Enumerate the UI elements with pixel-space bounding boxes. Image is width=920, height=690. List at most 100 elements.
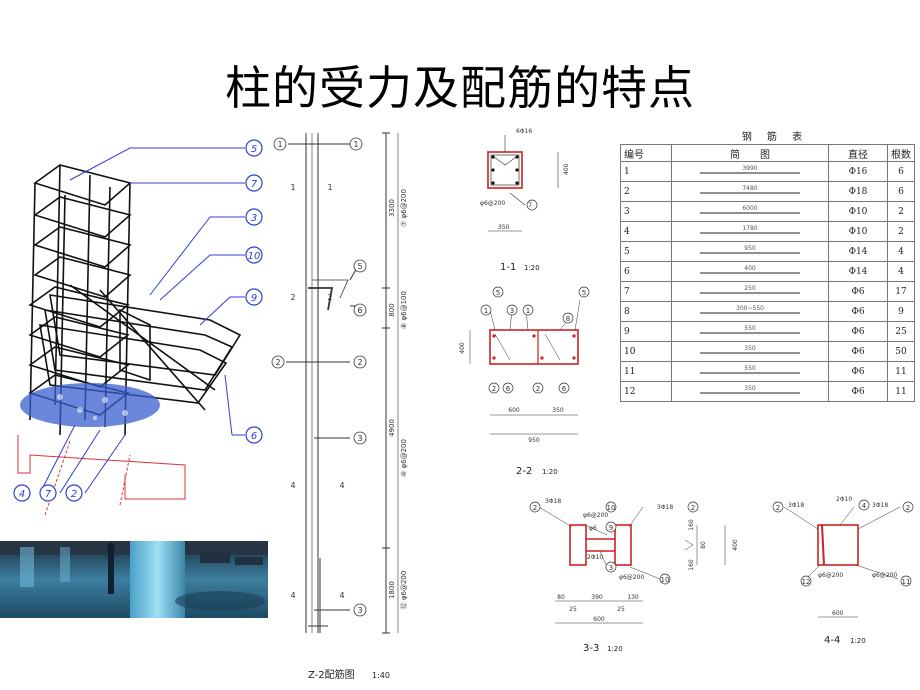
row-sketch: 3990 — [671, 161, 829, 182]
header-count: 根数 — [887, 144, 915, 162]
callout-label: 6 — [251, 431, 257, 442]
section-mark: 8 — [566, 315, 570, 323]
elevation-stirrup: ⑦ φ6@200 — [400, 189, 408, 227]
section-dim: 600 — [508, 407, 520, 414]
row-no: 1 — [620, 161, 672, 182]
row-sketch: 950 — [671, 241, 829, 262]
section-note: 3Φ18 — [788, 502, 804, 509]
row-diameter: Φ10 — [828, 221, 888, 242]
elevation-dim: 1800 — [388, 581, 396, 599]
row-sketch: 350 — [671, 381, 829, 402]
elevation-marker: 3 — [357, 434, 362, 443]
callout-label: 2 — [71, 489, 77, 500]
section-cut-mark: 4 — [290, 481, 295, 490]
section-mark: 2 — [776, 504, 780, 512]
row-diameter: Φ18 — [828, 181, 888, 202]
section-mark: 6 — [562, 385, 567, 393]
section-scale: 1:20 — [542, 468, 558, 476]
rebar-table-title: 钢 筋 表 — [741, 132, 809, 143]
section-vdim: 160 — [688, 559, 695, 571]
section-dim: 600 — [832, 610, 844, 617]
row-count: 4 — [887, 261, 915, 282]
elevation-marker: 1 — [353, 140, 358, 149]
elevation-marker: 5 — [357, 262, 362, 271]
row-sketch-dim: 350 — [744, 385, 756, 392]
elevation-marker: 1 — [277, 140, 282, 149]
section-dim: 950 — [528, 437, 540, 444]
photo-underground-hall — [0, 541, 268, 618]
section-dim: 400 — [459, 342, 466, 354]
row-no: 3 — [620, 201, 672, 222]
row-no: 8 — [620, 301, 672, 322]
section-mark: 5 — [496, 289, 500, 297]
callout-label: 3 — [251, 213, 257, 224]
rebar-cage-3d-illustration: 5 7 3 10 9 6 4 7 2 — [13, 139, 263, 516]
row-diameter: Φ14 — [828, 241, 888, 262]
section-dim: 350 — [498, 224, 510, 231]
section-3-3: 2 10 9 2 3 10 3Φ18 φ6@200 3Φ18 φ6 2Φ10 φ… — [529, 498, 739, 654]
section-dim: 25 — [617, 606, 625, 613]
row-count: 9 — [887, 301, 915, 322]
section-mark: 9 — [609, 524, 613, 532]
section-mark: 10 — [607, 504, 616, 512]
slide-title: 柱的受力及配筋的特点 — [225, 61, 695, 115]
row-diameter: Φ6 — [828, 301, 888, 322]
row-diameter: Φ6 — [828, 341, 888, 362]
header-diameter: 直径 — [828, 144, 888, 162]
elevation-stirrup: ⑫ φ6@200 — [400, 571, 408, 610]
section-note: φ6 — [589, 525, 597, 532]
row-diameter: Φ6 — [828, 381, 888, 402]
callout-label: 4 — [19, 489, 25, 500]
elevation-marker: 3 — [357, 606, 362, 615]
section-label: 1-1 — [500, 262, 516, 273]
section-cut-mark: 1 — [327, 183, 332, 192]
elevation-dim: 3300 — [388, 199, 396, 217]
section-mark: 4 — [862, 502, 867, 510]
row-sketch-dim: 300~550 — [736, 305, 764, 312]
section-label: 4-4 — [824, 635, 840, 646]
row-diameter: Φ10 — [828, 201, 888, 222]
section-mark: 12 — [802, 578, 811, 586]
row-sketch-dim: 950 — [744, 245, 756, 252]
row-no: 6 — [620, 261, 672, 282]
elevation-stirrup: ⑧ φ6@100 — [400, 291, 408, 329]
section-cut-mark: 4 — [339, 591, 344, 600]
section-cut-mark: 4 — [339, 481, 344, 490]
row-sketch-dim: 6000 — [742, 205, 757, 212]
row-sketch: 6000 — [671, 201, 829, 222]
section-note: φ6@200 — [619, 574, 644, 581]
row-no: 5 — [620, 241, 672, 262]
section-mark: 5 — [582, 289, 586, 297]
row-no: 7 — [620, 281, 672, 302]
section-dim: 600 — [593, 616, 605, 623]
row-sketch: 400 — [671, 261, 829, 282]
section-cut-mark: 2 — [327, 293, 332, 302]
row-sketch: 1780 — [671, 221, 829, 242]
section-mark: 1 — [526, 307, 530, 315]
section-mark: 1 — [484, 307, 488, 315]
row-sketch-dim: 250 — [744, 285, 756, 292]
section-mark: 10 — [661, 576, 670, 584]
header-no: 编号 — [620, 144, 672, 162]
section-vdim: 80 — [700, 541, 707, 549]
callout-label: 10 — [248, 251, 261, 262]
elevation-dim: 800 — [388, 303, 396, 316]
row-count: 11 — [887, 361, 915, 382]
section-note: 3Φ18 — [545, 498, 561, 505]
row-count: 25 — [887, 321, 915, 342]
section-4-4: 4 2 2 12 11 2Φ10 3Φ18 3Φ18 φ6@200 φ6@200… — [772, 496, 914, 646]
row-sketch-dim: 550 — [744, 325, 756, 332]
section-note: 3Φ18 — [657, 504, 673, 511]
section-note: 2Φ10 — [836, 496, 852, 503]
column-elevation-drawing: 1 1 2 2 3 3 5 6 1 1 2 2 4 4 4 4 3300 800… — [271, 132, 408, 681]
elevation-caption: Z-2配筋图 — [308, 668, 355, 681]
row-no: 11 — [620, 361, 672, 382]
section-note: φ6@200 — [480, 200, 505, 207]
row-sketch: 550 — [671, 361, 829, 382]
